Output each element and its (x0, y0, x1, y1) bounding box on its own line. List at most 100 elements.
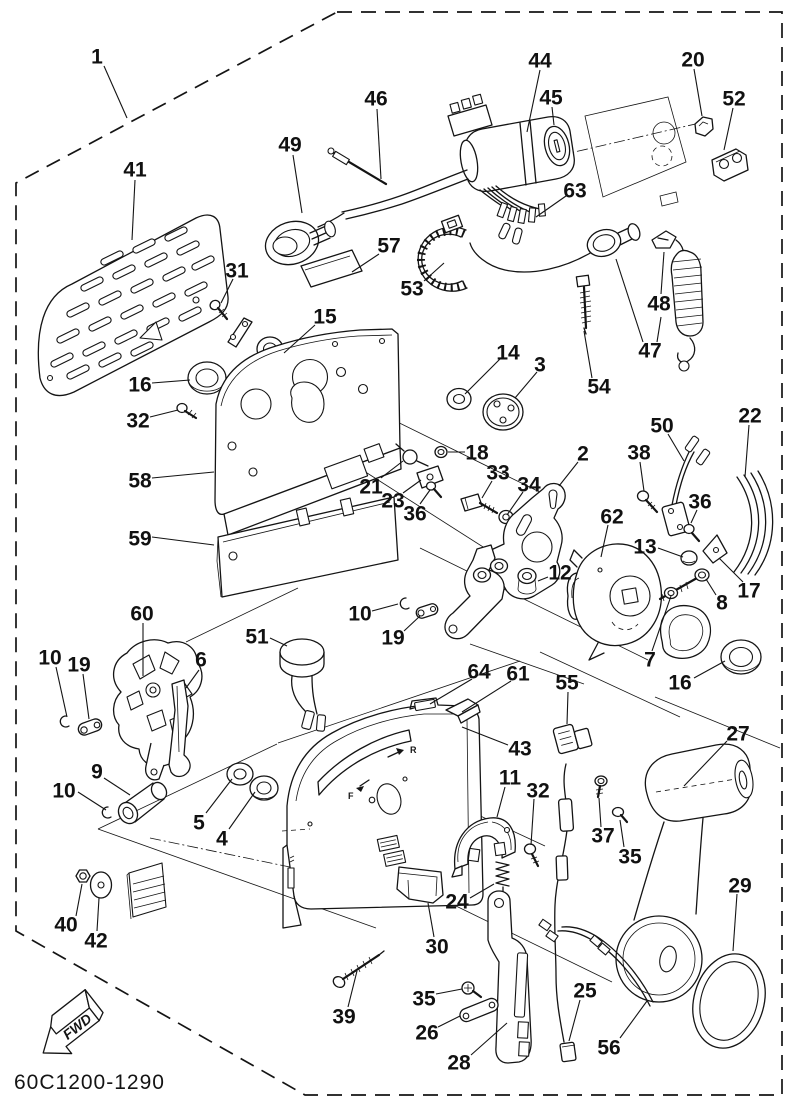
callout-leader-47-11 (656, 316, 662, 343)
callout-leader-42-70 (96, 897, 100, 932)
callout-17-35: 17 (737, 580, 760, 603)
callout-48-10: 48 (647, 293, 671, 316)
grommet-nut-49 (264, 212, 345, 266)
callout-32-56: 32 (526, 780, 549, 803)
callout-leader-19-44 (82, 673, 90, 720)
callout-leader-24-61 (469, 883, 495, 899)
clip-10-center (399, 597, 410, 610)
callout-21-23: 21 (359, 476, 383, 499)
blade-lever-6 (168, 679, 191, 778)
pad-64 (414, 698, 436, 712)
callout-25-66: 25 (573, 980, 597, 1003)
callout-leader-9-47 (103, 777, 131, 796)
plate-26 (459, 997, 499, 1023)
plate-59 (216, 496, 399, 598)
callout-leader-26-64 (437, 1015, 461, 1028)
callout-20-6: 20 (681, 49, 704, 72)
callout-41-1: 41 (123, 159, 147, 182)
callout-54-12: 54 (587, 376, 611, 399)
callout-leader-36-34 (690, 509, 698, 524)
callout-44-4: 44 (528, 50, 552, 73)
callout-10-43: 10 (38, 647, 61, 670)
spring-21 (395, 443, 429, 467)
callout-leader-34-27 (506, 491, 524, 516)
callout-leader-16-18 (151, 379, 191, 384)
callout-39-68: 39 (332, 1006, 355, 1029)
terminal-set-63 (496, 201, 546, 245)
callout-leader-5-49 (205, 778, 233, 814)
callout-leader-25-66 (568, 999, 581, 1042)
callout-leader-7-37 (651, 595, 672, 652)
callout-16-18: 16 (128, 374, 151, 397)
callout-leader-45-5 (551, 106, 555, 126)
harness-56 (557, 926, 654, 1007)
callout-leader-53-9 (423, 262, 445, 282)
callout-38-29: 38 (627, 442, 651, 465)
screw-35-left (461, 981, 483, 999)
callout-23-24: 23 (381, 490, 404, 513)
bolt-33 (460, 493, 499, 515)
knob-51 (279, 638, 327, 732)
face-mark-reverse: R (410, 745, 417, 755)
callout-leader-28-65 (470, 1022, 508, 1056)
callout-layer: 1414649444520526353484754573115143163258… (38, 46, 761, 1075)
callout-57-13: 57 (377, 235, 400, 258)
stop-switch-lanyard (469, 223, 704, 372)
pad-57 (300, 249, 363, 288)
callout-leader-57-13 (351, 253, 380, 273)
callout-leader-59-21 (151, 536, 215, 546)
screw-32-left (176, 402, 198, 420)
callout-56-67: 56 (597, 1037, 620, 1060)
callout-leader-54-12 (583, 330, 593, 379)
callout-51-46: 51 (245, 626, 269, 649)
screw-32-bottom (523, 843, 540, 868)
callout-leader-4-50 (228, 791, 256, 830)
callout-leader-6-45 (185, 669, 200, 689)
callout-leader-27-59 (683, 740, 728, 787)
grommet-16-right (720, 639, 762, 675)
callout-55-53: 55 (555, 672, 579, 695)
callout-15-15: 15 (313, 306, 337, 329)
callout-64-51: 64 (467, 661, 491, 684)
callout-10-48: 10 (52, 780, 75, 803)
link-19-left (77, 718, 103, 736)
nut-18 (434, 445, 448, 459)
callout-2-28: 2 (577, 443, 589, 466)
leaf-springs-22 (733, 470, 774, 576)
screw-36-left (425, 481, 443, 499)
callout-9-47: 9 (91, 761, 103, 784)
callout-40-69: 40 (54, 914, 77, 937)
bolt-39 (332, 950, 385, 988)
cable-end-25 (559, 1041, 577, 1063)
callout-leader-51-46 (269, 637, 288, 647)
callout-19-44: 19 (67, 654, 90, 677)
switch-55 (538, 723, 593, 1043)
bolt-8 (658, 568, 710, 602)
plate-3 (482, 393, 524, 431)
callout-leader-30-62 (427, 902, 435, 938)
callout-52-7: 52 (722, 88, 745, 111)
grommet-16-left (187, 361, 227, 395)
callout-11-55: 11 (499, 767, 522, 790)
callout-1-0: 1 (91, 46, 103, 69)
callout-24-61: 24 (445, 891, 469, 914)
callout-14-16: 14 (496, 342, 520, 365)
callout-10-40: 10 (348, 603, 371, 626)
callout-leader-40-69 (75, 883, 83, 917)
callout-27-59: 27 (726, 723, 749, 746)
callout-leader-47-11 (615, 258, 644, 343)
callout-leader-19-41 (403, 615, 421, 632)
callout-leader-46-2 (376, 108, 382, 180)
housing-43: F R (281, 697, 484, 929)
callout-31-14: 31 (225, 260, 249, 283)
callout-leader-3-17 (514, 371, 538, 399)
callout-leader-29-60 (732, 893, 738, 952)
callout-32-19: 32 (126, 410, 149, 433)
callout-26-64: 26 (415, 1022, 438, 1045)
screw-35-right (611, 806, 629, 824)
callout-30-62: 30 (425, 936, 448, 959)
lever-23 (416, 465, 444, 489)
cap-13 (680, 550, 698, 566)
callout-leader-49-3 (292, 154, 303, 214)
callout-leader-17-35 (718, 557, 744, 583)
